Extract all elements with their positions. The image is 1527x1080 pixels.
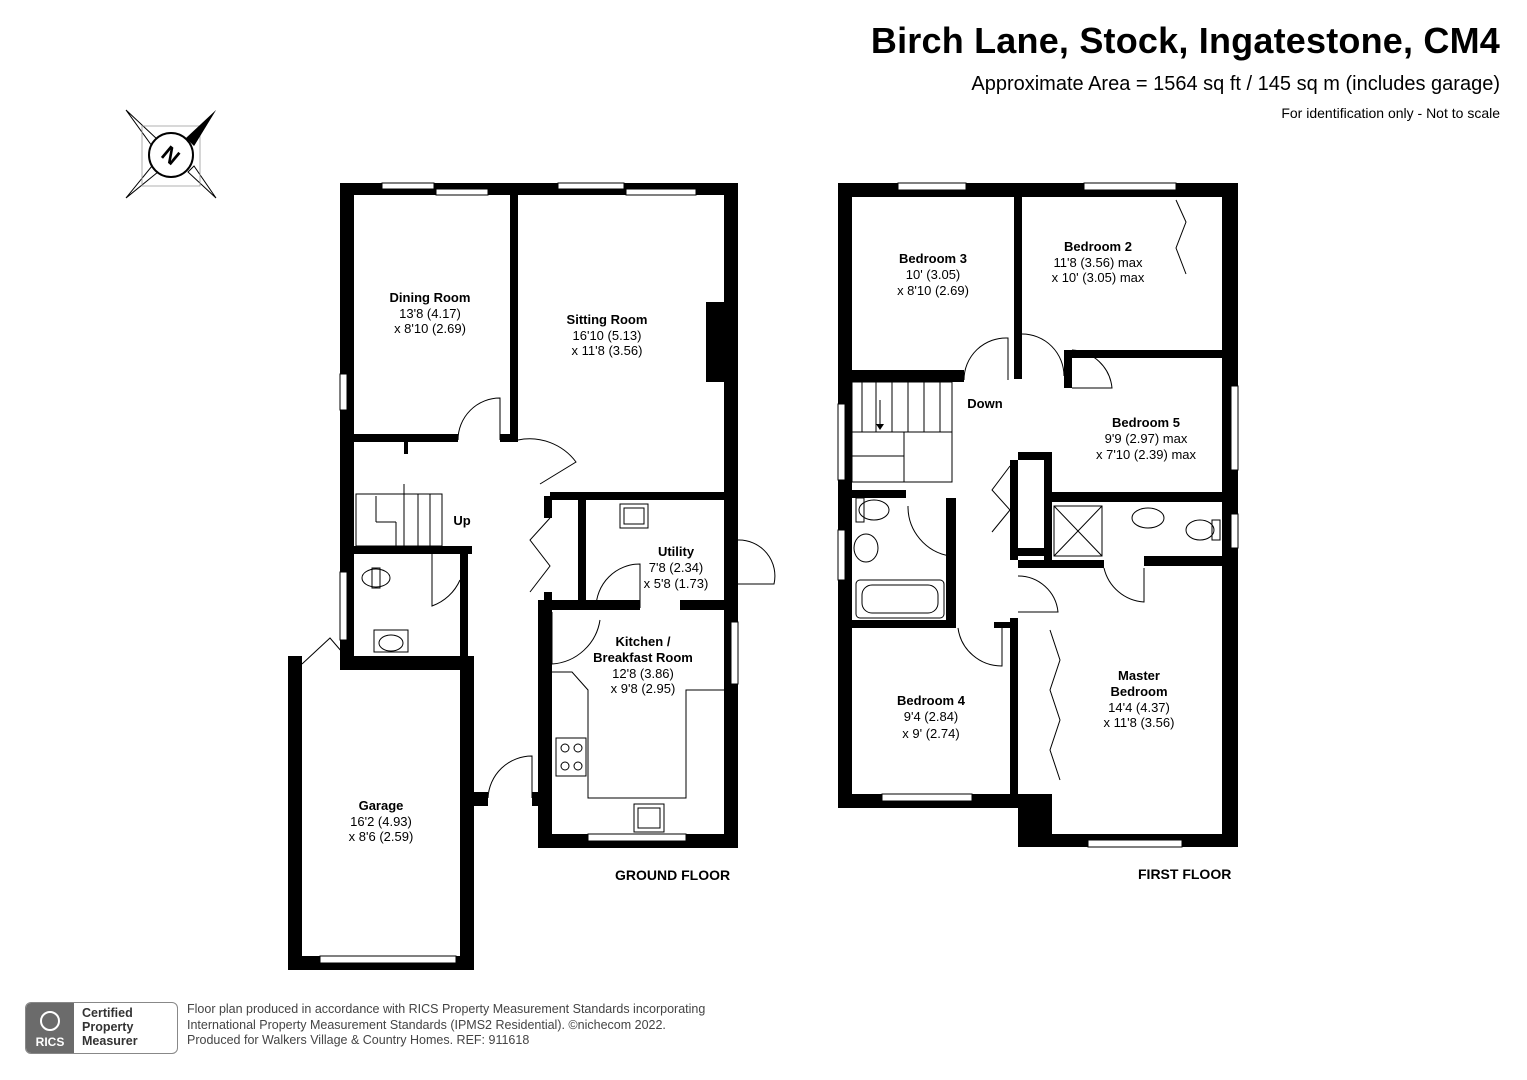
rics-badge-text: Certified Property Measurer xyxy=(82,1006,138,1048)
room-dim-utility-2: x 5'8 (1.73) xyxy=(644,576,709,591)
room-dim-bedroom-2-2: x 10' (3.05) max xyxy=(1052,270,1145,285)
rics-logo-text: RICS xyxy=(35,1035,65,1049)
room-dim-garage-2: x 8'6 (2.59) xyxy=(349,829,414,844)
room-dim-bedroom-3-1: 10' (3.05) xyxy=(906,267,961,282)
room-dim-kitchen-1: 12'8 (3.86) xyxy=(612,666,674,681)
room-name-bedroom-3: Bedroom 3 xyxy=(899,251,967,266)
room-name-kitchen-2: Breakfast Room xyxy=(593,650,693,665)
footer-line-3: Produced for Walkers Village & Country H… xyxy=(187,1033,530,1047)
room-dim-dining-2: x 8'10 (2.69) xyxy=(394,321,466,336)
rics-certified-badge: RICS Certified Property Measurer xyxy=(25,1002,178,1054)
room-dim-master-2: x 11'8 (3.56) xyxy=(1104,715,1175,730)
ground-floor-stairs xyxy=(355,440,443,547)
first-floor-stairs xyxy=(851,381,953,483)
room-dim-sitting-2: x 11'8 (3.56) xyxy=(572,343,643,358)
room-name-sitting: Sitting Room xyxy=(567,312,648,327)
room-dim-bedroom-5-2: x 7'10 (2.39) max xyxy=(1096,447,1197,462)
room-dim-bedroom-4-1: 9'4 (2.84) xyxy=(904,709,959,724)
first-floor-label: FIRST FLOOR xyxy=(1138,866,1231,882)
room-dim-bedroom-5-1: 9'9 (2.97) max xyxy=(1105,431,1188,446)
rics-badge-line-3: Measurer xyxy=(82,1034,138,1048)
room-dim-bedroom-2-1: 11'8 (3.56) max xyxy=(1054,255,1143,270)
room-dim-utility-1: 7'8 (2.34) xyxy=(649,560,704,575)
room-dim-sitting-1: 16'10 (5.13) xyxy=(573,328,642,343)
stairs-up-label: Up xyxy=(453,513,470,528)
property-title: Birch Lane, Stock, Ingatestone, CM4 xyxy=(870,20,1500,61)
first-floor-plan xyxy=(837,182,1239,848)
ground-floor-label: GROUND FLOOR xyxy=(615,867,730,883)
room-name-bedroom-5: Bedroom 5 xyxy=(1112,415,1180,430)
rics-logo: RICS xyxy=(26,1003,74,1053)
rics-badge-line-1: Certified xyxy=(82,1006,133,1020)
rics-badge-line-2: Property xyxy=(82,1020,134,1034)
stairs-down-label: Down xyxy=(967,396,1002,411)
compass-icon: N xyxy=(125,109,217,199)
room-name-bedroom-2: Bedroom 2 xyxy=(1064,239,1132,254)
room-name-utility: Utility xyxy=(658,544,695,559)
room-dim-kitchen-2: x 9'8 (2.95) xyxy=(611,681,676,696)
room-name-bedroom-4: Bedroom 4 xyxy=(897,693,966,708)
room-dim-bedroom-4-2: x 9' (2.74) xyxy=(902,726,959,741)
footer-line-1: Floor plan produced in accordance with R… xyxy=(187,1002,706,1016)
room-dim-bedroom-3-2: x 8'10 (2.69) xyxy=(897,283,969,298)
ground-floor-plan xyxy=(288,182,776,970)
rics-globe-icon xyxy=(40,1011,60,1031)
room-dim-dining-1: 13'8 (4.17) xyxy=(399,306,461,321)
approximate-area: Approximate Area = 1564 sq ft / 145 sq m… xyxy=(971,73,1500,95)
room-name-kitchen-1: Kitchen / xyxy=(616,634,671,649)
room-dim-master-1: 14'4 (4.37) xyxy=(1108,700,1170,715)
footer-line-2: International Property Measurement Stand… xyxy=(187,1017,666,1032)
room-dim-garage-1: 16'2 (4.93) xyxy=(350,814,412,829)
footer-notes: Floor plan produced in accordance with R… xyxy=(187,1002,705,1049)
room-name-master-1: Master xyxy=(1118,668,1160,683)
room-name-garage: Garage xyxy=(359,798,404,813)
room-name-master-2: Bedroom xyxy=(1110,684,1167,699)
room-name-dining: Dining Room xyxy=(390,290,471,305)
scale-note: For identification only - Not to scale xyxy=(1281,105,1500,121)
